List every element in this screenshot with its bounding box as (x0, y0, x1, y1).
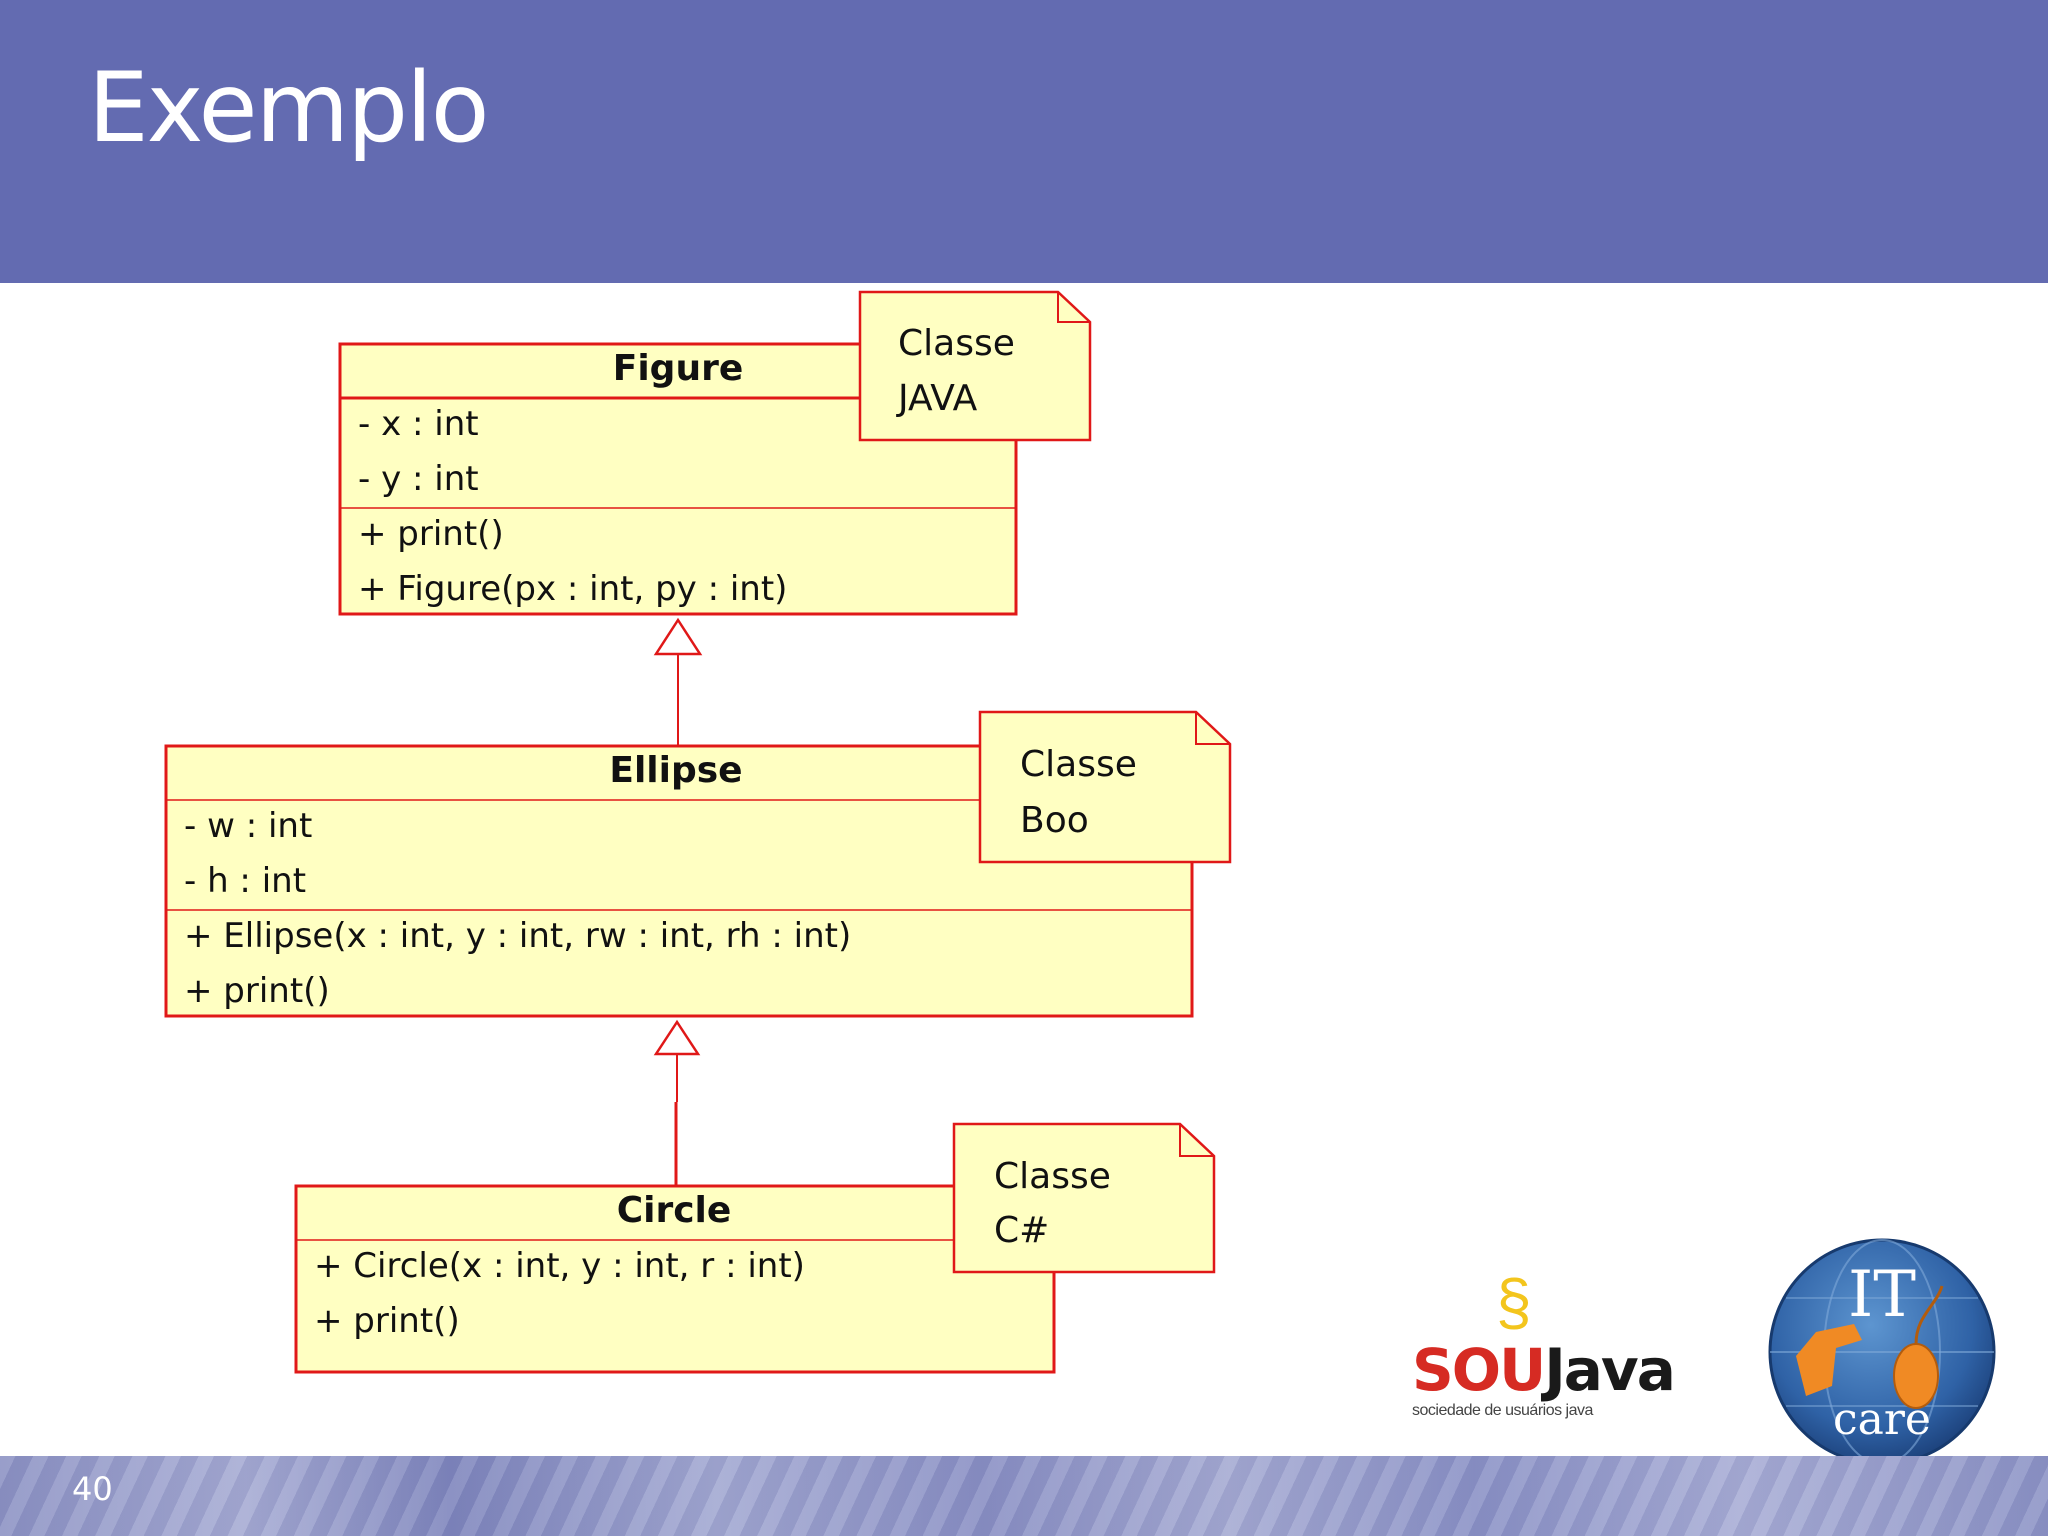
hand-icon (1796, 1324, 1862, 1396)
itcare-it: IT (1848, 1258, 1916, 1332)
attribute-h: - h : int (184, 861, 306, 901)
footer-bar (0, 1456, 2048, 1536)
page-number: 40 (72, 1470, 113, 1508)
operation-print: + print() (358, 514, 504, 554)
class-name-circle: Circle (617, 1190, 732, 1231)
itcare-logo: IT care (1768, 1238, 1996, 1466)
note-boo-line2: Boo (1020, 800, 1089, 841)
operation-print: + print() (184, 971, 330, 1011)
slide-title: Exemplo (88, 52, 489, 164)
operation-figure-constructor: + Figure(px : int, py : int) (358, 569, 787, 609)
class-circle: Circle + Circle(x : int, y : int, r : in… (294, 1184, 1056, 1374)
coffee-steam-icon: § (1496, 1266, 1532, 1338)
note-java: Classe JAVA (858, 290, 1092, 442)
note-csharp: Classe C# (952, 1122, 1216, 1274)
note-csharp-line2: C# (994, 1210, 1049, 1251)
class-name-ellipse: Ellipse (609, 750, 742, 791)
note-csharp-line1: Classe (994, 1156, 1111, 1197)
itcare-care: care (1833, 1394, 1931, 1445)
note-java-line1: Classe (898, 323, 1015, 364)
soujava-logo: § SOUJava sociedade de usuários java (1408, 1270, 1688, 1420)
inheritance-ellipse-figure (653, 617, 703, 746)
note-java-line2: JAVA (896, 378, 978, 419)
soujava-wordmark: SOUJava (1412, 1336, 1676, 1404)
attribute-y: - y : int (358, 459, 479, 499)
note-boo-line1: Classe (1020, 744, 1137, 785)
operation-circle-constructor: + Circle(x : int, y : int, r : int) (314, 1246, 805, 1286)
operation-ellipse-constructor: + Ellipse(x : int, y : int, rw : int, rh… (184, 916, 851, 956)
soujava-tagline: sociedade de usuários java (1412, 1402, 1593, 1419)
inheritance-circle-ellipse (653, 1019, 701, 1186)
title-bar (0, 0, 2048, 283)
class-name-figure: Figure (613, 348, 744, 389)
note-boo: Classe Boo (978, 710, 1232, 864)
uml-class-diagram: Figure - x : int - y : int + print() + F… (164, 290, 1232, 1374)
operation-print: + print() (314, 1301, 460, 1341)
attribute-x: - x : int (358, 404, 479, 444)
attribute-w: - w : int (184, 806, 312, 846)
